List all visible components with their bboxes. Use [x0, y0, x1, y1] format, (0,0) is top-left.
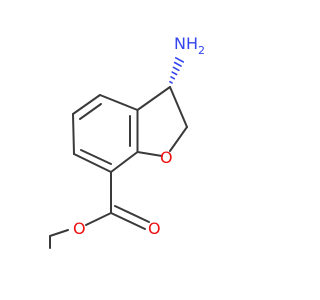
- stereo-hash-bond: [169, 56, 185, 84]
- bond-c-o-double-outer: [110, 212, 146, 230]
- bond-c4-c5: [72, 94, 101, 115]
- bond-o1-c7a: [136, 151, 163, 157]
- bond-c6-c7-inner: [80, 149, 112, 165]
- molecule-canvas: NH2 O O O: [49, 34, 205, 249]
- carbonyl-oxygen-label: O: [148, 219, 161, 238]
- ring-oxygen-label: O: [160, 148, 173, 167]
- bond-c3-c2: [169, 86, 188, 128]
- bond-c2-o1: [169, 126, 188, 152]
- bond-o-methyl: [49, 229, 69, 237]
- bond-c5-c6: [72, 113, 75, 155]
- bond-c-o-ester: [85, 212, 112, 226]
- molecule-structure: NH2 O O O: [49, 34, 205, 249]
- bond-c3a-c3: [136, 86, 171, 111]
- bond-c3a-c4: [99, 94, 139, 111]
- ester-oxygen-label: O: [73, 219, 86, 238]
- bond-c4-c5-inner: [79, 103, 102, 120]
- amine-label: NH2: [174, 34, 205, 57]
- bond-c-o-double-inner: [114, 205, 150, 223]
- bond-c7-c7a: [110, 151, 139, 173]
- bond-c6-c7: [73, 153, 112, 173]
